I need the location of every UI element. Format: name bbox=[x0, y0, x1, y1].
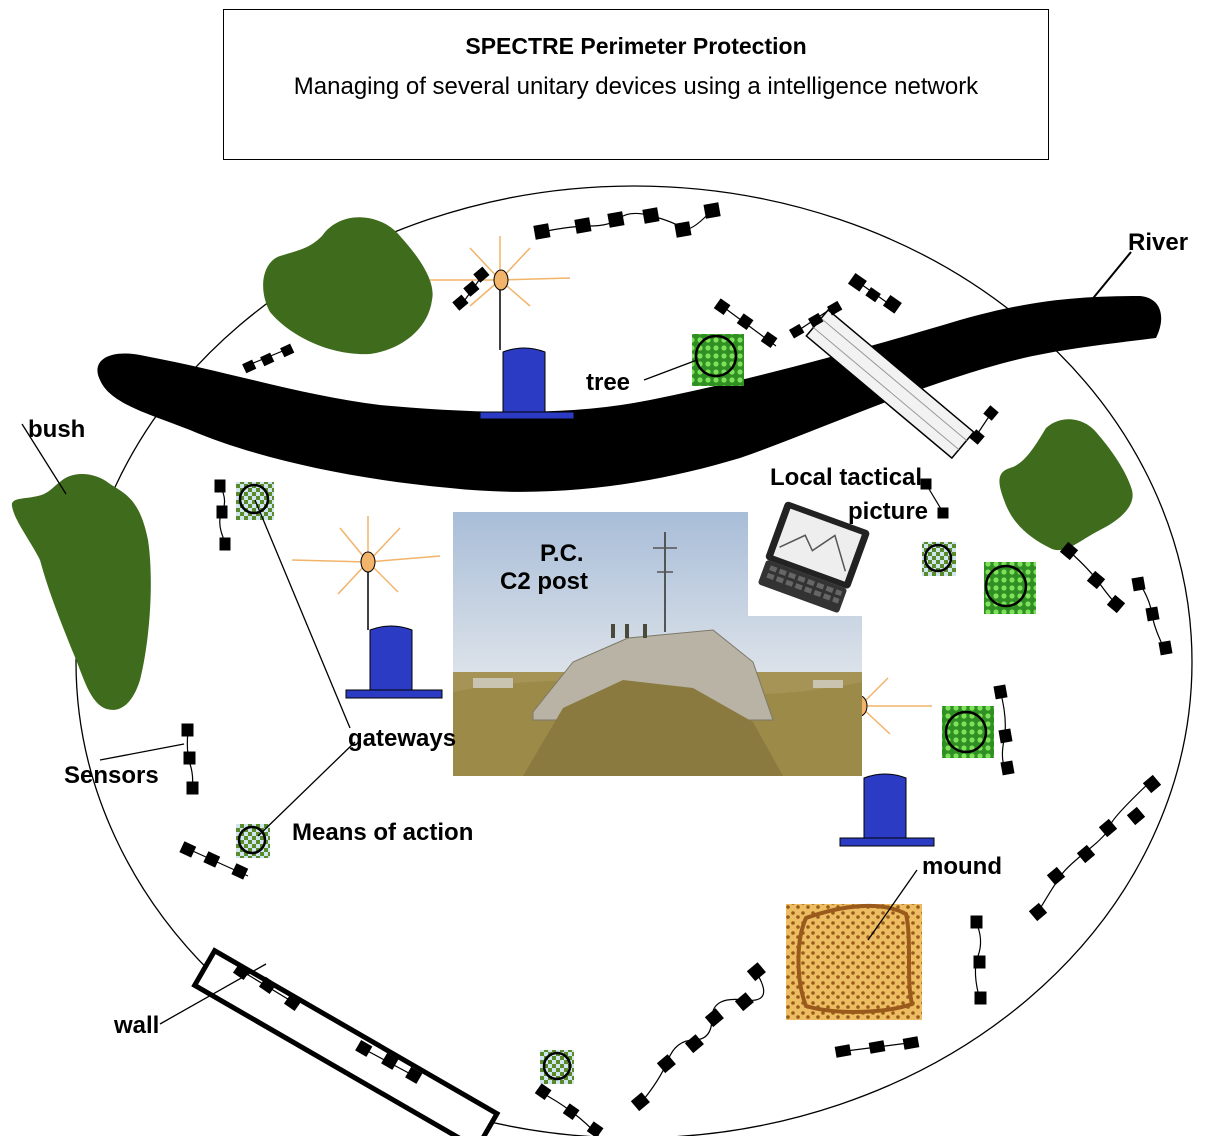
rugged-laptop bbox=[748, 500, 882, 616]
sensor-chain-laptop bbox=[920, 478, 949, 519]
sensor-chain-left bbox=[214, 479, 231, 551]
sensor-chain-s2 bbox=[630, 962, 766, 1112]
sensor-chain-e2 bbox=[1131, 576, 1173, 656]
means-of-action-4 bbox=[540, 1050, 574, 1084]
label-river: River bbox=[1128, 229, 1189, 256]
sensor-chain-river-e bbox=[969, 405, 999, 445]
tree-2 bbox=[984, 562, 1036, 614]
sensor-chain-s3 bbox=[834, 1036, 920, 1058]
sensor-chain-top bbox=[533, 202, 721, 240]
tree-3 bbox=[942, 706, 994, 758]
sensor-chain-tree bbox=[713, 298, 778, 349]
label-local-tactical-picture-line2: picture bbox=[848, 498, 929, 525]
sensor-chain-se2 bbox=[1028, 774, 1162, 922]
sensor-chain-se1 bbox=[970, 915, 987, 1005]
sensors-leader bbox=[99, 743, 185, 761]
sensor-chain-nw bbox=[452, 266, 490, 311]
title-box: SPECTRE Perimeter Protection Managing of… bbox=[223, 9, 1049, 160]
label-wall: wall bbox=[114, 1012, 160, 1039]
sensor-chain-w bbox=[242, 343, 295, 374]
river bbox=[97, 296, 1162, 492]
bush-right bbox=[999, 419, 1133, 551]
label-gateways: gateways bbox=[348, 725, 457, 752]
sensor-chain-ne bbox=[847, 272, 902, 314]
means-of-action-leader bbox=[257, 741, 356, 837]
mound-outline bbox=[796, 903, 915, 1014]
gateway-leader bbox=[254, 499, 351, 729]
mound bbox=[786, 904, 922, 1020]
wall-leader bbox=[159, 963, 267, 1025]
label-local-tactical-picture-line1: Local tactical bbox=[770, 464, 923, 491]
diagram-subtitle: Managing of several unitary devices usin… bbox=[293, 73, 979, 100]
mound-leader bbox=[867, 869, 918, 941]
label-sensors: Sensors bbox=[64, 762, 159, 789]
bush-left bbox=[11, 473, 151, 710]
label-tree: tree bbox=[586, 369, 631, 396]
bush-top bbox=[263, 217, 433, 355]
sensor-chain-s1 bbox=[534, 1083, 604, 1139]
sensor-chains bbox=[99, 202, 1173, 1139]
label-means-of-action: Means of action bbox=[292, 819, 474, 846]
sensor-chain-e3 bbox=[993, 684, 1015, 776]
tree-1 bbox=[692, 334, 744, 386]
sensor-chain-sw bbox=[179, 841, 249, 880]
sensor-chain-sensors bbox=[181, 723, 199, 795]
river-leader bbox=[1089, 251, 1132, 303]
label-bush: bush bbox=[28, 416, 86, 443]
label-pc: P.C. bbox=[540, 540, 584, 567]
diagram-title: SPECTRE Perimeter Protection bbox=[465, 33, 807, 59]
sensor-chain-wall-1 bbox=[232, 962, 302, 1012]
label-mound: mound bbox=[922, 853, 1002, 880]
gateway-1 bbox=[430, 236, 575, 420]
gateway-2 bbox=[291, 516, 443, 699]
tree-leader bbox=[643, 359, 698, 381]
wall bbox=[191, 947, 501, 1141]
label-c2-post: C2 post bbox=[500, 568, 589, 595]
sensor-chain-wall-2 bbox=[355, 1039, 423, 1084]
means-of-action-2 bbox=[922, 542, 956, 576]
sensor-chain-bridge bbox=[788, 300, 843, 339]
bush-leader bbox=[21, 423, 67, 495]
sensor-chain-e1 bbox=[1059, 541, 1126, 614]
